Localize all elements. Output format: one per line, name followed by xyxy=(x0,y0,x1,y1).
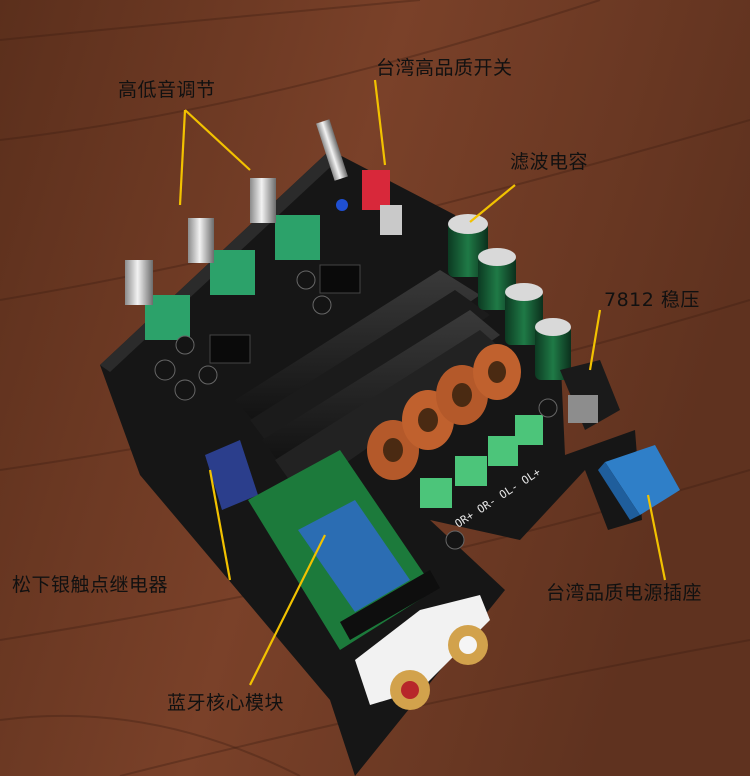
label-regulator: 7812 稳压 xyxy=(604,289,700,311)
small-capacitors xyxy=(154,270,558,550)
inductors xyxy=(367,344,521,480)
rca-jacks xyxy=(355,595,490,710)
label-power-socket: 台湾品质电源插座 xyxy=(546,582,703,604)
label-relay: 松下银触点继电器 xyxy=(12,574,169,596)
label-bt-module: 蓝牙核心模块 xyxy=(167,692,285,714)
label-tone-control: 高低音调节 xyxy=(118,79,216,101)
label-filter-cap: 滤波电容 xyxy=(510,151,589,173)
tone-knobs xyxy=(125,178,320,340)
relay xyxy=(205,440,258,510)
bluetooth-module xyxy=(248,450,440,650)
label-switch: 台湾高品质开关 xyxy=(376,57,513,79)
annotation-lines xyxy=(178,79,667,686)
filter-capacitors xyxy=(448,214,571,380)
toggle-switch xyxy=(316,119,402,235)
film-capacitors xyxy=(420,415,543,508)
regulator-7812 xyxy=(560,360,620,430)
chips xyxy=(209,264,361,364)
power-socket xyxy=(598,445,680,520)
